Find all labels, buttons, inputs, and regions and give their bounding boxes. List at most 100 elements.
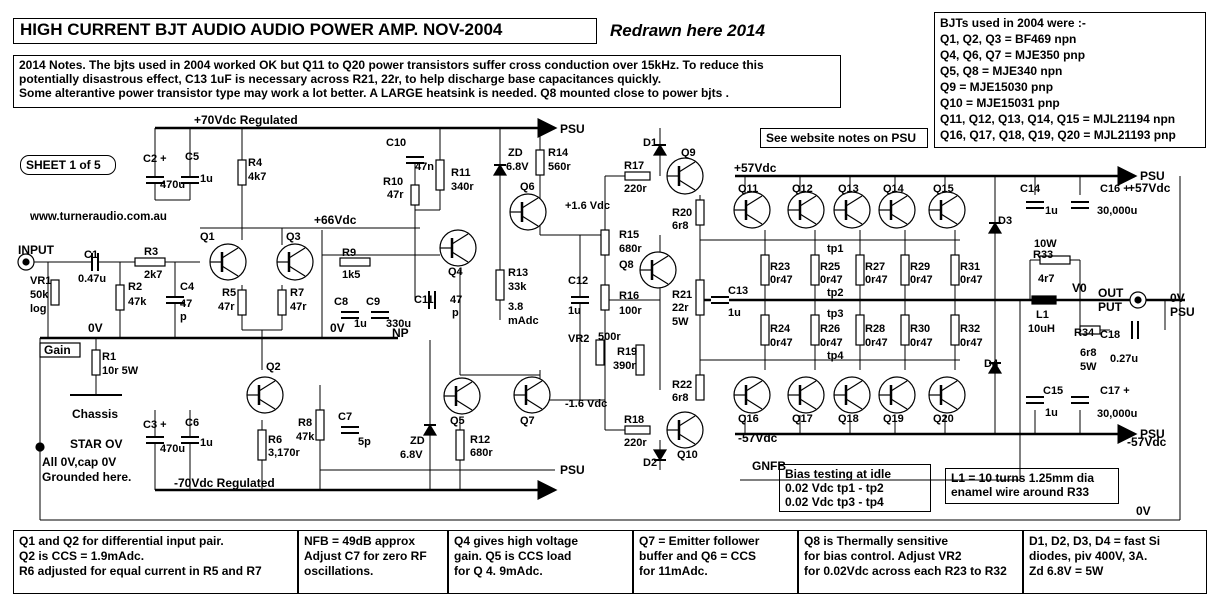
component-label: C7 [338, 411, 352, 423]
bjt-list-line: Q10 = MJE15031 pnp [940, 96, 1060, 110]
psu-label: PSU [1170, 305, 1195, 319]
component-label: D3 [998, 215, 1012, 227]
star-ground-label: Grounded here. [42, 470, 131, 484]
inductor-line: enamel wire around R33 [951, 485, 1090, 499]
component-label: 0r47 [960, 337, 983, 349]
bias-box: Bias testing at idle 0.02 Vdc tp1 - tp2 … [779, 464, 931, 512]
component-label: R23 [770, 261, 790, 273]
component-label: C11 [414, 294, 434, 306]
resistor-r34 [1079, 325, 1101, 335]
component-label: 0r47 [865, 337, 888, 349]
footer-line: for 11mAdc. [639, 564, 708, 578]
component-label: 680r [470, 447, 493, 459]
component-label: 0.27u [1110, 353, 1138, 365]
resistor-r23 [760, 254, 770, 286]
component-label: D4 [984, 358, 999, 370]
resistor-r14 [535, 149, 545, 176]
testpoint-tp1: tp1 [827, 243, 844, 255]
component-label: 470u [160, 443, 185, 455]
component-label: 6.8V [506, 161, 529, 173]
psu-label: PSU [1140, 169, 1165, 183]
component-label: L1 [1036, 309, 1049, 321]
component-label: 680r [619, 243, 642, 255]
gnfb-label: GNFB [752, 459, 786, 473]
resistor-r3 [134, 257, 166, 267]
star-ground-label: All 0V,cap 0V [42, 455, 116, 469]
component-label: R11 [451, 167, 471, 179]
diode-d4 [987, 361, 1003, 374]
component-label: Q9 [681, 147, 696, 159]
footer-line: diodes, piv 400V, 3A. [1029, 549, 1148, 563]
footer-note-q4: Q4 gives high voltage gain. Q5 is CCS lo… [448, 530, 633, 594]
component-label: R6 [268, 434, 282, 446]
component-label: 1u [1045, 205, 1058, 217]
component-label: Q12 [792, 183, 813, 195]
component-label: 1u [728, 307, 741, 319]
resistor-r33 [1039, 255, 1071, 265]
v0-label: V0 [1072, 281, 1087, 295]
component-label: 47k [128, 296, 147, 308]
component-label: 220r [624, 437, 647, 449]
component-label: C10 [386, 137, 406, 149]
testpoint-tp3: tp3 [827, 308, 844, 320]
diode-d3 [987, 221, 1003, 234]
bjt-list-line: Q16, Q17, Q18, Q19, Q20 = MJL21193 pnp [940, 128, 1176, 142]
component-label: C14 [1020, 183, 1041, 195]
rail-label: +57Vdc [734, 161, 777, 175]
component-label: Q8 [619, 259, 634, 271]
component-label: 1u [354, 318, 367, 330]
component-label: 0r47 [820, 337, 843, 349]
component-label: C12 [568, 275, 588, 287]
component-label: 0.47u [78, 273, 106, 285]
resistor-r30 [900, 314, 910, 346]
component-label: R29 [910, 261, 930, 273]
subtitle: Redrawn here 2014 [610, 21, 765, 40]
resistor-r4 [237, 159, 247, 186]
component-label: C17 + [1100, 385, 1130, 397]
component-label: 220r [624, 183, 647, 195]
bjt-list-line: Q11, Q12, Q13, Q14, Q15 = MJL21194 npn [940, 112, 1176, 126]
component-label: R10 [383, 176, 403, 188]
inductor-box: L1 = 10 turns 1.25mm dia enamel wire aro… [945, 468, 1119, 504]
component-label: Q14 [883, 183, 905, 195]
resistor-r20 [695, 199, 705, 226]
inductor-l1 [1031, 295, 1057, 305]
component-label: Q19 [883, 413, 904, 425]
component-label: 22r [672, 302, 689, 314]
footer-line: D1, D2, D3, D4 = fast Si [1029, 534, 1161, 548]
resistor-r29 [900, 254, 910, 286]
component-label: 47 [180, 298, 192, 310]
footer-note-q1q2: Q1 and Q2 for differential input pair. Q… [13, 530, 298, 594]
component-label: 30,000u [1097, 408, 1137, 420]
component-label: R9 [342, 247, 356, 259]
component-label: 1u [200, 437, 213, 449]
component-label: R7 [290, 287, 304, 299]
component-label: 1k5 [342, 269, 360, 281]
component-label: C4 [180, 281, 195, 293]
sheet-label: SHEET 1 of 5 [26, 158, 101, 172]
component-label: 6.8V [400, 449, 423, 461]
component-label: Q16 [738, 413, 759, 425]
component-label: 47r [387, 189, 404, 201]
component-label: C15 [1043, 385, 1063, 397]
component-label: Q1 [200, 231, 215, 243]
component-label: R33 [1033, 249, 1053, 261]
component-label: ZD [508, 147, 523, 159]
zero-volt-label: 0V [1170, 291, 1185, 305]
resistor-r15 [600, 229, 610, 256]
component-label: C1 [84, 249, 98, 261]
footer-line: Q4 gives high voltage [454, 534, 579, 548]
input-label: INPUT [18, 243, 55, 257]
footer-line: R6 adjusted for equal current in R5 and … [19, 564, 262, 578]
component-label: Q17 [792, 413, 813, 425]
zero-volt-label: 0V [330, 321, 345, 335]
footer-line: oscillations. [304, 564, 374, 578]
component-label: Q20 [933, 413, 954, 425]
component-label: Q6 [520, 181, 535, 193]
current-label: 3.8 [508, 301, 523, 313]
sheet-label-box: SHEET 1 of 5 [20, 155, 116, 175]
component-label: R1 [102, 351, 116, 363]
footer-line: Adjust C7 for zero RF [304, 549, 427, 563]
